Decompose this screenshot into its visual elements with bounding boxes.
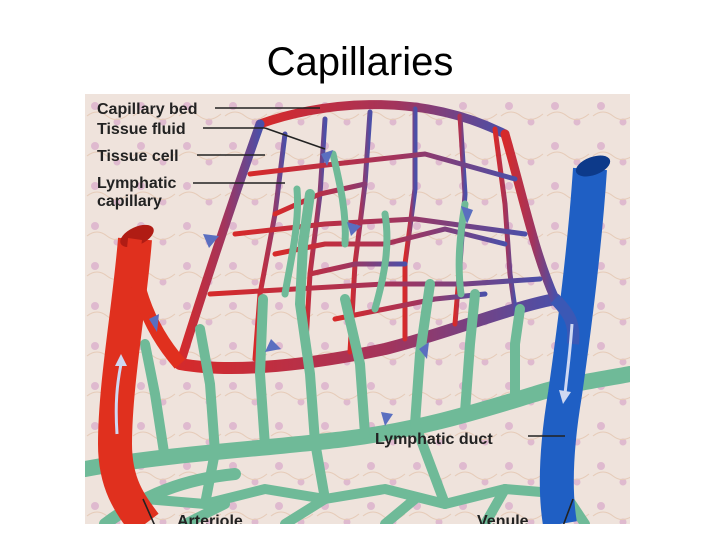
slide-title: Capillaries xyxy=(0,40,720,85)
label-lymphatic-duct: Lymphatic duct xyxy=(375,431,493,448)
label-lymphatic-capillary-line1: Lymphatic xyxy=(97,175,177,192)
label-lymphatic-capillary-line2: capillary xyxy=(97,193,162,210)
label-tissue-fluid: Tissue fluid xyxy=(97,121,186,138)
label-capillary-bed: Capillary bed xyxy=(97,101,197,118)
label-arteriole: Arteriole xyxy=(177,513,243,524)
label-tissue-cell: Tissue cell xyxy=(97,148,179,165)
capillary-diagram: Capillary bed Tissue fluid Tissue cell L… xyxy=(85,94,630,524)
label-venule: Venule xyxy=(477,513,529,524)
